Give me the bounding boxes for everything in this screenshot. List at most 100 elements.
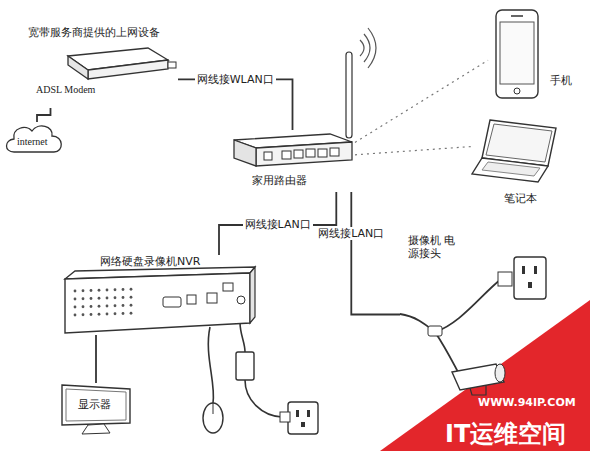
device-part xyxy=(514,257,546,299)
device-part xyxy=(65,273,250,333)
device-part xyxy=(522,266,525,274)
device-part xyxy=(163,297,181,307)
device-part xyxy=(68,56,88,79)
watermark-url: WWW.94IP.COM xyxy=(478,396,576,409)
power-plug xyxy=(280,412,290,422)
vent-hole xyxy=(98,289,101,292)
node-label: 宽带服务商提供的上网设备 xyxy=(28,26,160,39)
outlet-hole xyxy=(301,422,305,427)
wireless-link xyxy=(355,147,472,155)
vent-hole xyxy=(98,313,101,316)
vent-hole xyxy=(82,297,85,300)
vent-hole xyxy=(106,297,109,300)
watermark-brand: IT运维空间 xyxy=(445,418,566,450)
device-part xyxy=(330,148,339,156)
network-cable xyxy=(219,192,336,255)
mouse-split xyxy=(213,403,214,414)
vent-hole xyxy=(122,304,125,307)
device-part xyxy=(237,296,245,304)
vent-hole xyxy=(74,298,77,301)
device-part xyxy=(534,266,537,274)
vent-hole xyxy=(130,296,133,299)
notebook-computer: 笔记本 xyxy=(472,118,567,213)
internet-cloud: internet xyxy=(4,122,64,156)
cable-label: 网线接LAN口 xyxy=(243,218,313,231)
device-part xyxy=(66,389,126,421)
vent-hole xyxy=(114,296,117,299)
vent-hole xyxy=(98,297,101,300)
device-part xyxy=(472,158,548,182)
device-part xyxy=(62,385,130,425)
device-part xyxy=(514,88,520,94)
vent-hole xyxy=(114,288,117,291)
node-label: 显示器 xyxy=(78,398,111,411)
device-part xyxy=(470,385,486,395)
device-part xyxy=(7,126,62,152)
device-part xyxy=(486,124,552,162)
device-cables xyxy=(208,322,282,417)
device-part xyxy=(223,283,233,291)
power-outlet xyxy=(288,402,318,434)
router-antenna xyxy=(346,52,352,138)
vent-hole xyxy=(122,296,125,299)
node-label: 摄像机 电源接头 xyxy=(408,234,460,260)
node-label: 笔记本 xyxy=(504,192,537,205)
nvr-recorder: 网络硬盘录像机NVR xyxy=(55,255,260,335)
mouse xyxy=(203,403,223,433)
node-label: internet xyxy=(17,136,48,148)
device-part xyxy=(435,280,500,332)
device-part xyxy=(428,326,442,336)
camera-set: 摄像机 电源接头 xyxy=(400,232,550,397)
device-part xyxy=(482,162,540,176)
outlet-hole xyxy=(307,410,310,417)
device-part xyxy=(82,424,110,434)
vent-hole xyxy=(114,312,117,315)
wifi-waves xyxy=(360,28,376,68)
vent-hole xyxy=(122,312,125,315)
cable-label: 网线接WLAN口 xyxy=(195,73,276,86)
monitor: 显示器 xyxy=(60,383,132,435)
device-part xyxy=(528,282,532,288)
device-part xyxy=(74,288,133,317)
device-part xyxy=(256,142,352,166)
vent-hole xyxy=(122,288,125,291)
device-part xyxy=(498,272,512,286)
outlet-hole xyxy=(296,410,299,417)
device-drawing xyxy=(488,8,578,103)
cable-label: 网线接LAN口 xyxy=(316,227,386,240)
vent-hole xyxy=(90,313,93,316)
vent-hole xyxy=(90,289,93,292)
wireless-link xyxy=(355,60,488,142)
vent-hole xyxy=(90,297,93,300)
node-label: 手机 xyxy=(550,74,572,87)
device-part xyxy=(88,60,168,79)
vent-hole xyxy=(114,304,117,307)
vent-hole xyxy=(98,305,101,308)
device-part xyxy=(495,364,505,382)
power-adapter xyxy=(236,352,254,380)
network-cable xyxy=(351,192,400,315)
device-part xyxy=(207,293,217,303)
device-part xyxy=(318,149,327,157)
watermark-band xyxy=(380,300,590,451)
device-part xyxy=(435,332,458,372)
vent-hole xyxy=(74,290,77,293)
modem-device: 宽带服务商提供的上网设备 ADSL Modem xyxy=(28,26,178,108)
device-part xyxy=(250,267,255,323)
device-part xyxy=(306,149,315,157)
home-router: 家用路由器 xyxy=(230,130,355,192)
device-part xyxy=(187,295,196,304)
device-part xyxy=(452,364,504,390)
vent-hole xyxy=(74,306,77,309)
node-label: ADSL Modem xyxy=(36,84,95,96)
device-part xyxy=(168,62,176,68)
node-label: 网络硬盘录像机NVR xyxy=(100,255,200,268)
vent-hole xyxy=(82,313,85,316)
vent-hole xyxy=(106,289,109,292)
device-part xyxy=(500,22,534,84)
device-part xyxy=(282,151,291,159)
device-part xyxy=(264,152,272,160)
vent-hole xyxy=(74,314,77,317)
network-cable xyxy=(178,79,293,130)
network-cable xyxy=(95,335,97,383)
